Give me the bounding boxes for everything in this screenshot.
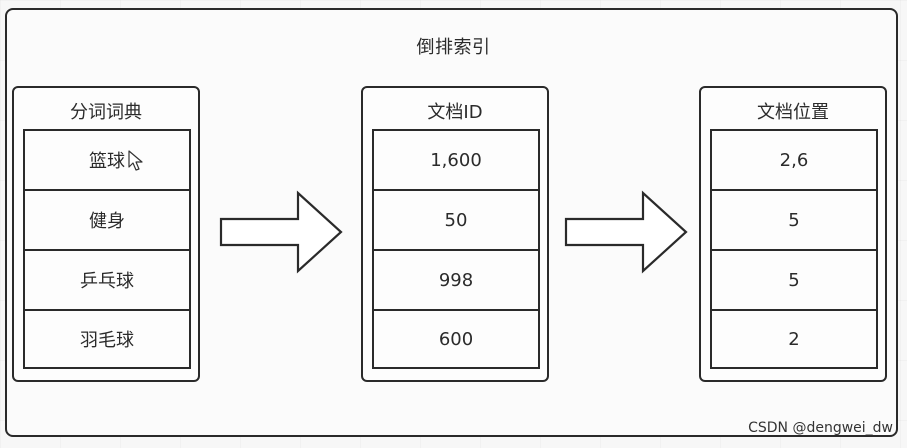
doc-id-cells: 1,600 50 998 600	[372, 129, 540, 369]
right-arrow-icon	[564, 190, 688, 274]
doc-id-column-title: 文档ID	[427, 102, 483, 123]
dictionary-cells: 篮球 健身 乒乓球 羽毛球	[23, 129, 191, 369]
dictionary-cell: 羽毛球	[80, 330, 134, 351]
mouse-pointer-icon	[128, 150, 143, 171]
dictionary-column-title: 分词词典	[70, 102, 142, 123]
doc-position-cells: 2,6 5 5 2	[710, 129, 878, 369]
doc-id-cell: 50	[374, 191, 538, 251]
doc-id-cell: 1,600	[374, 131, 538, 191]
doc-id-column: 文档ID 1,600 50 998 600	[361, 86, 549, 382]
doc-position-column-title: 文档位置	[757, 102, 829, 123]
doc-position-cell: 2,6	[712, 131, 876, 191]
doc-id-cell: 998	[374, 251, 538, 311]
doc-position-column: 文档位置 2,6 5 5 2	[699, 86, 887, 382]
dictionary-cell: 健身	[25, 191, 189, 251]
dictionary-cell: 乒乓球	[25, 251, 189, 311]
dictionary-column: 分词词典 篮球 健身 乒乓球 羽毛球	[12, 86, 200, 382]
watermark: CSDN @dengwei_dw	[748, 420, 893, 436]
doc-position-cell: 2	[788, 328, 800, 350]
doc-position-cell: 5	[712, 251, 876, 311]
right-arrow-icon	[219, 190, 343, 274]
diagram-title: 倒排索引	[416, 37, 491, 58]
dictionary-cell: 篮球	[25, 131, 189, 191]
doc-position-cell: 5	[712, 191, 876, 251]
doc-id-cell: 600	[438, 328, 474, 350]
